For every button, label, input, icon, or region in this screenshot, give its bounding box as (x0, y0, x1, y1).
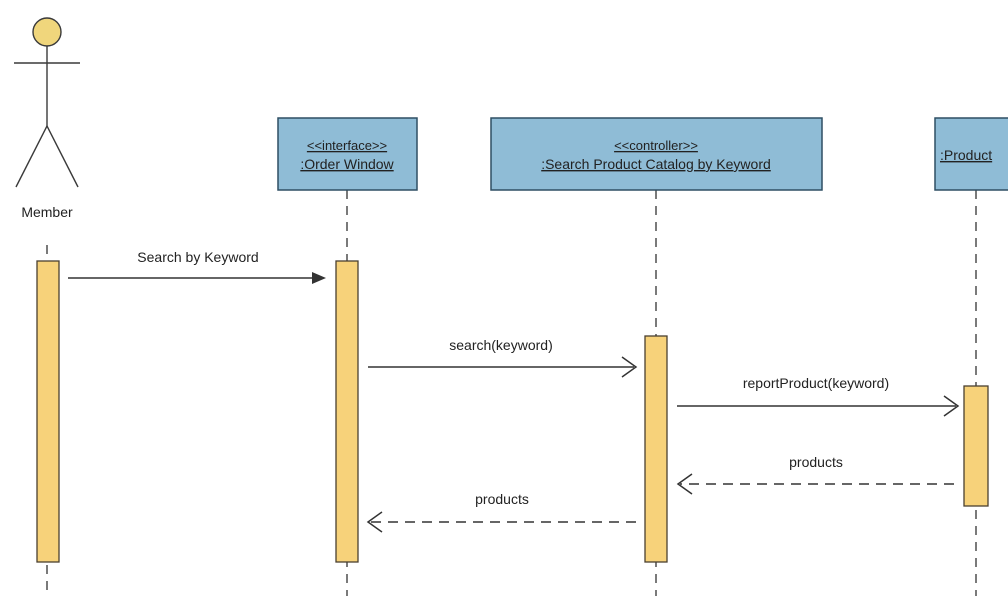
message-products-return-2: products (366, 491, 636, 533)
message-label: Search by Keyword (137, 249, 258, 265)
activation-bar-product (963, 385, 989, 507)
message-search-by-keyword: Search by Keyword (68, 249, 326, 284)
actor-head (32, 17, 62, 47)
object-product: :Product (934, 117, 1008, 191)
object-name: :Order Window (300, 156, 394, 172)
object-order-window: <<interface>> :Order Window (277, 117, 418, 191)
activation-bar-member (36, 260, 60, 563)
activation-bar-search-controller (644, 335, 668, 563)
object-name: :Search Product Catalog by Keyword (541, 156, 771, 172)
open-arrowhead-icon (676, 473, 693, 495)
object-stereotype: <<interface>> (307, 138, 387, 153)
actor-label: Member (21, 204, 73, 220)
object-search-controller: <<controller>> :Search Product Catalog b… (490, 117, 823, 191)
message-report-product: reportProduct(keyword) (677, 375, 960, 417)
message-products-return-1: products (676, 454, 954, 495)
message-label: products (475, 491, 529, 507)
open-arrowhead-icon (366, 511, 383, 533)
open-arrowhead-icon (621, 356, 638, 378)
activation-bar-order-window (335, 260, 359, 563)
object-name: :Product (940, 147, 992, 163)
filled-arrowhead-icon (312, 272, 326, 284)
message-label: reportProduct(keyword) (743, 375, 889, 391)
stick-figure-actor-icon (14, 17, 80, 188)
object-stereotype: <<controller>> (614, 138, 698, 153)
message-label: search(keyword) (449, 337, 552, 353)
open-arrowhead-icon (943, 395, 960, 417)
message-search-keyword: search(keyword) (368, 337, 638, 378)
message-label: products (789, 454, 843, 470)
